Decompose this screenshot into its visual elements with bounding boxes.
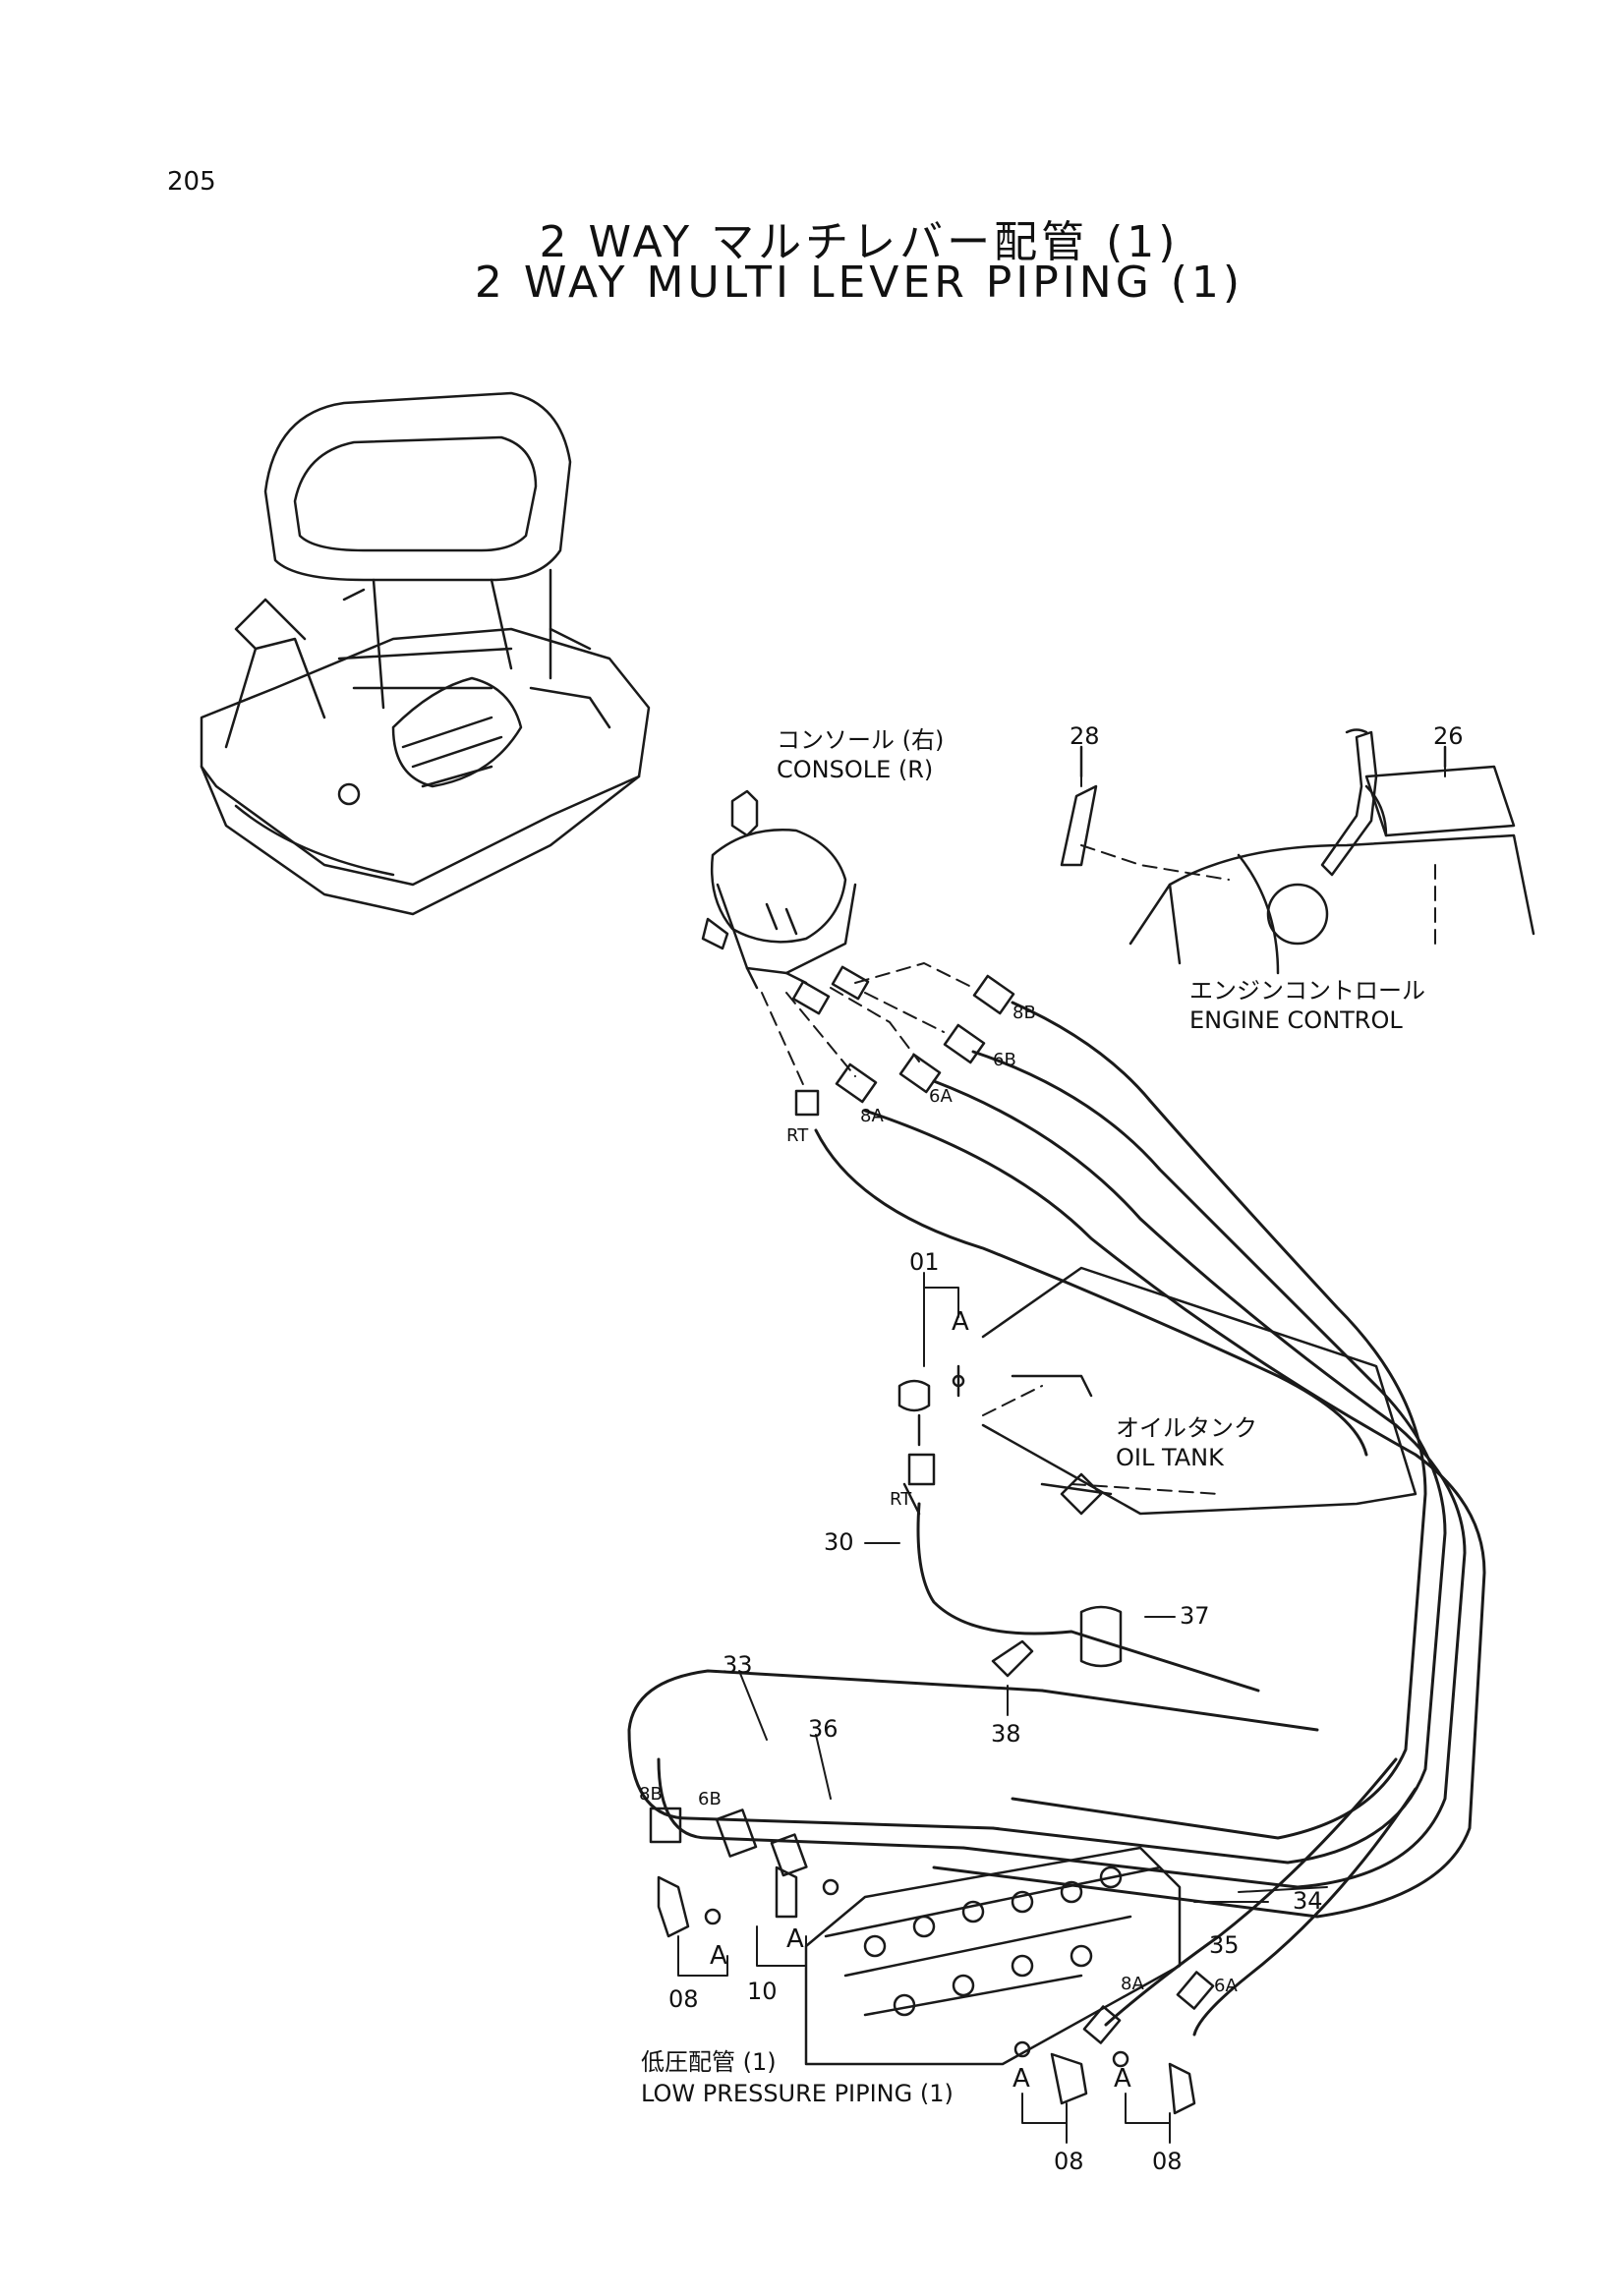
- excavator-overview-illustration: [200, 391, 651, 916]
- oil-tank-label-en: OIL TANK: [1116, 1444, 1224, 1471]
- decal-28: [1060, 784, 1098, 867]
- part-08-left: 08: [668, 1985, 699, 2013]
- control-valve-illustration: [804, 1846, 1182, 2066]
- part-37: 37: [1180, 1602, 1210, 1630]
- console-label-en: CONSOLE (R): [777, 756, 934, 783]
- dashed-leaders: [761, 844, 1436, 1495]
- title-english: 2 WAY MULTI LEVER PIPING (1): [474, 258, 1244, 308]
- part-33: 33: [723, 1651, 753, 1679]
- valve-fittings: [649, 1807, 1215, 2115]
- port-8A-top: 8A: [860, 1106, 884, 1126]
- decal-26: [1364, 765, 1516, 837]
- page-number: 205: [167, 167, 216, 197]
- port-RT-mid: RT: [890, 1489, 912, 1510]
- port-8B-low: 8B: [639, 1784, 663, 1805]
- part-26: 26: [1433, 722, 1464, 750]
- part-28: 28: [1070, 722, 1100, 750]
- port-8A-low: 8A: [1121, 1974, 1144, 1994]
- low-pressure-label-en: LOW PRESSURE PIPING (1): [641, 2080, 954, 2107]
- part-08-mid: 08: [1054, 2148, 1084, 2175]
- low-pressure-label-jp: 低圧配管 (1): [641, 2048, 777, 2076]
- engine-control-illustration: [1060, 728, 1535, 975]
- part-35: 35: [1209, 1931, 1240, 1959]
- part-38: 38: [991, 1720, 1021, 1748]
- part-36: 36: [808, 1715, 839, 1743]
- section-mark-a-left: A: [710, 1941, 727, 1971]
- console-label-jp: コンソール (右): [777, 726, 945, 754]
- part-34: 34: [1293, 1887, 1323, 1915]
- engine-control-label-jp: エンジンコントロール: [1189, 977, 1425, 1004]
- hose-bundle: [627, 1001, 1486, 2037]
- engine-control-label-en: ENGINE CONTROL: [1189, 1006, 1403, 1034]
- port-6B-top: 6B: [993, 1050, 1016, 1070]
- part-leaders: [677, 756, 1446, 2144]
- console-valve-illustration: [701, 789, 857, 990]
- part-08-right: 08: [1152, 2148, 1183, 2175]
- oil-tank-label-jp: オイルタンク: [1116, 1414, 1257, 1442]
- port-6A-low: 6A: [1214, 1976, 1238, 1996]
- part-01: 01: [909, 1248, 940, 1276]
- part-30: 30: [824, 1528, 854, 1556]
- part-10: 10: [747, 1978, 778, 2005]
- section-mark-a-10: A: [786, 1924, 804, 1954]
- port-6A-top: 6A: [929, 1086, 953, 1107]
- oil-tank-illustration: [981, 1266, 1418, 1516]
- section-mark-a-tank: A: [952, 1307, 969, 1337]
- port-8B-top: 8B: [1012, 1003, 1036, 1023]
- tank-fittings: [897, 1364, 1123, 1678]
- section-mark-a-mid: A: [1012, 2064, 1030, 2094]
- port-6B-low: 6B: [698, 1789, 722, 1809]
- section-mark-a-right: A: [1114, 2064, 1131, 2094]
- port-RT-top: RT: [786, 1125, 809, 1146]
- title-japanese: 2 WAY マルチレバー配管 (1): [539, 217, 1180, 267]
